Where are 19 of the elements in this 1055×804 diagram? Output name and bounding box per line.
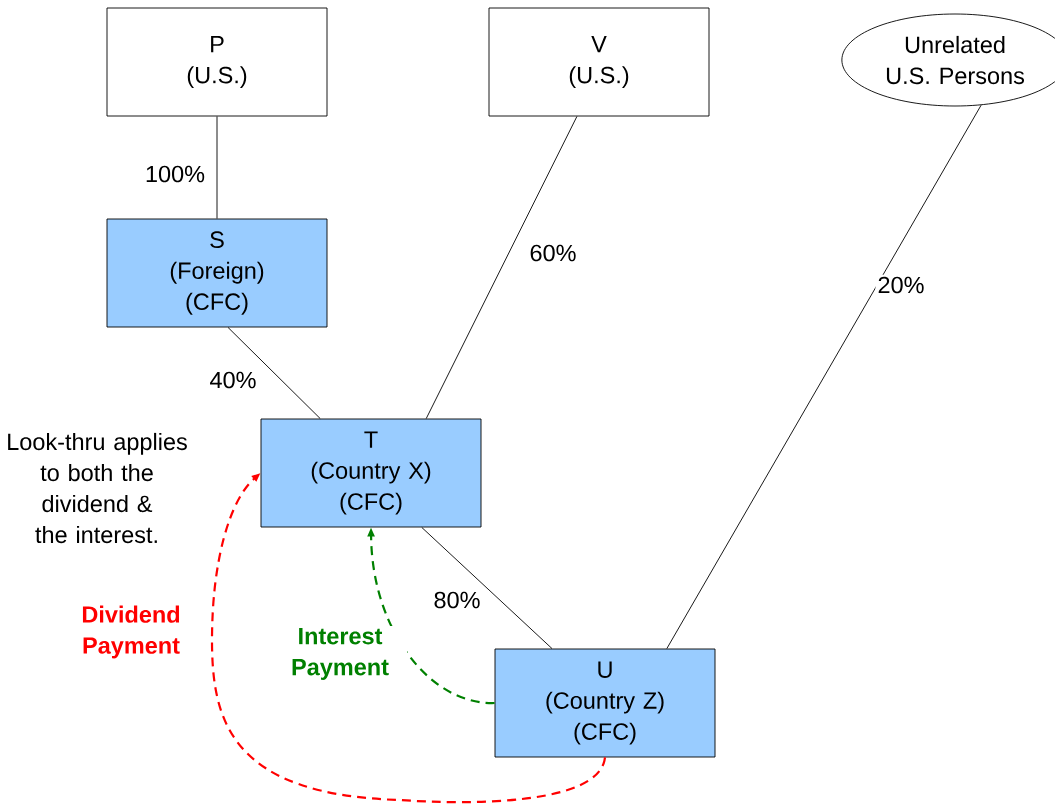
edge-label: 20% bbox=[875, 274, 927, 296]
edge-label: 80% bbox=[431, 589, 483, 611]
edge-label: Interest Payment bbox=[273, 626, 407, 683]
dashed-arrow bbox=[210, 473, 607, 804]
edge-label: 100% bbox=[142, 163, 208, 185]
ownership-line bbox=[666, 104, 982, 649]
ownership-line bbox=[216, 116, 218, 219]
edge-label: 40% bbox=[207, 369, 259, 391]
edge-label: Dividend Payment bbox=[64, 603, 198, 661]
entity-box: S (Foreign) (CFC) bbox=[106, 218, 328, 328]
edge-label: 60% bbox=[527, 242, 579, 264]
entity-box: V (U.S.) bbox=[488, 7, 710, 117]
ownership-line bbox=[425, 116, 578, 419]
note-text: Look-thru applies to both the dividend & the interest. bbox=[8, 432, 187, 544]
ownership-line bbox=[421, 527, 553, 649]
entity-box: U (Country Z) (CFC) bbox=[494, 648, 716, 758]
entity-box: T (Country X) (CFC) bbox=[260, 418, 482, 528]
ownership-line bbox=[227, 327, 321, 419]
entity-box: P (U.S.) bbox=[106, 7, 328, 117]
